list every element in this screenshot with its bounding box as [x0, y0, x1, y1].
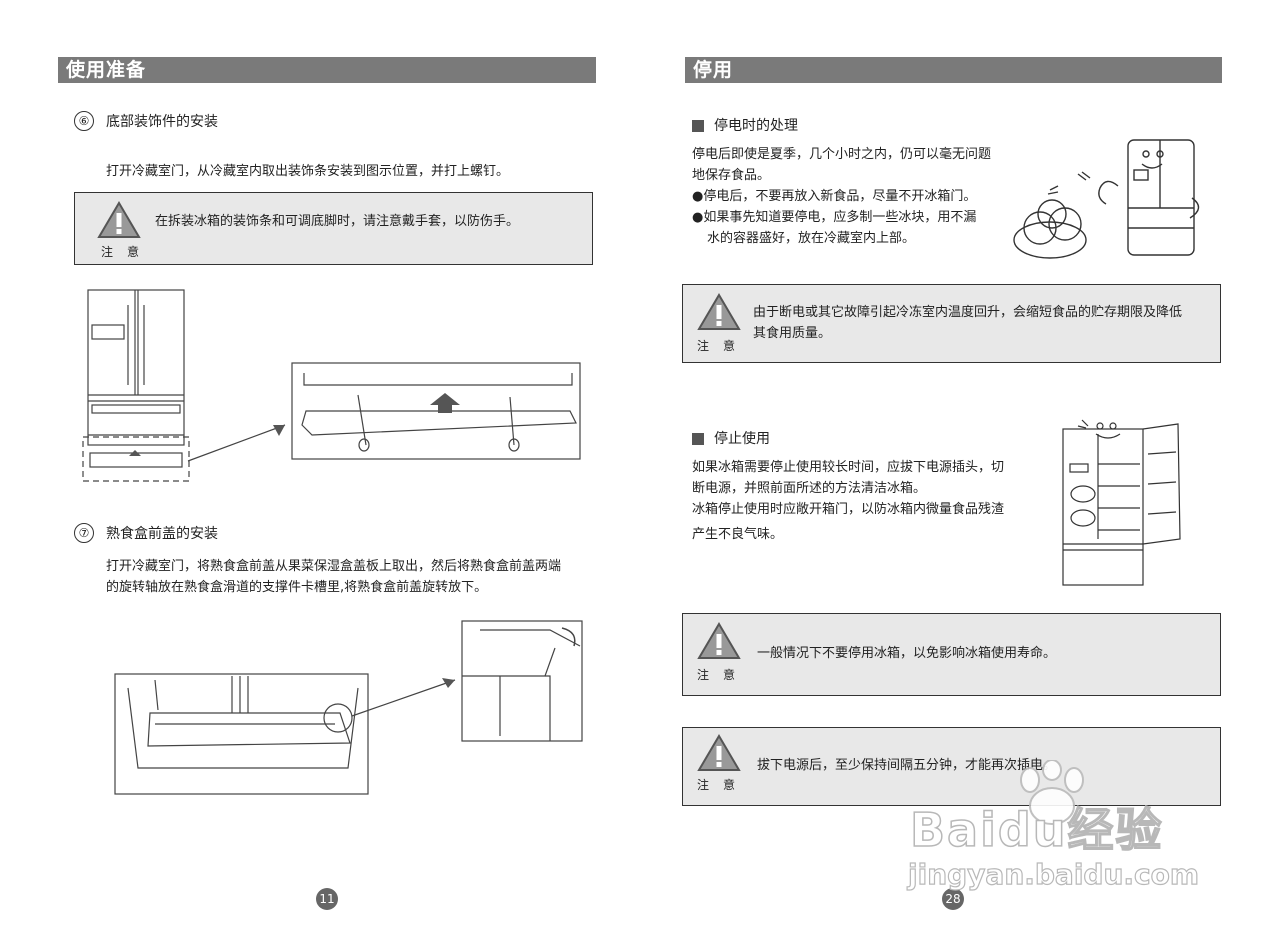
note-label: 注意: [697, 778, 750, 792]
open-fridge-illustration: [1062, 419, 1181, 586]
right-note-box-3: 注意 拔下电源后，至少保持间隔五分钟，才能再次插电。: [682, 727, 1221, 806]
section6-text: 打开冷藏室门，从冷藏室内取出装饰条安装到图示位置，并打上螺钉。: [106, 164, 510, 179]
right-note-box-1: 注意 由于断电或其它故障引起冷冻室内温度回升，会缩短食品的贮存期限及降低 其食用…: [682, 284, 1221, 363]
left-header-title: 使用准备: [66, 59, 147, 81]
power-line-2: 地保存食品。: [692, 168, 771, 183]
warning-triangle-icon: [697, 293, 741, 330]
right-header-title: 停用: [693, 59, 734, 81]
power-line-5: 水的容器盛好，放在冷藏室内上部。: [707, 231, 916, 246]
left-header-band: 使用准备: [58, 57, 596, 83]
power-line-3: ●停电后，不要再放入新食品，尽量不开冰箱门。: [692, 189, 977, 204]
crisper-lid-illustration: [114, 620, 583, 795]
warning-triangle-icon: [97, 201, 141, 238]
power-line-4: ●如果事先知道要停电，应多制一些冰块，用不漏: [692, 210, 977, 225]
right-note-box-2: 注意 一般情况下不要停用冰箱，以免影响冰箱使用寿命。: [682, 613, 1221, 696]
power-title: 停电时的处理: [714, 118, 798, 134]
stop-line-2: 断电源，并照前面所述的方法清洁冰箱。: [692, 481, 927, 496]
note-text-line-1: 由于断电或其它故障引起冷冻室内温度回升，会缩短食品的贮存期限及降低: [753, 305, 1183, 320]
note-label: 注意: [697, 339, 750, 353]
right-header-band: 停用: [685, 57, 1222, 83]
note-text: 在拆装冰箱的装饰条和可调底脚时，请注意戴手套，以防伤手。: [155, 214, 520, 229]
section6-number: ⑥: [74, 111, 94, 131]
note-label: 注意: [697, 668, 750, 682]
stop-title: 停止使用: [714, 431, 770, 447]
stop-line-1: 如果冰箱需要停止使用较长时间，应拔下电源插头，切: [692, 460, 1005, 475]
power-line-1: 停电后即使是夏季，几个小时之内，仍可以毫无问题: [692, 147, 992, 162]
warning-triangle-icon: [697, 734, 741, 771]
bullet-square: [692, 120, 704, 132]
cartoon-fridge-apples-illustration: [1013, 139, 1200, 259]
section7-title: 熟食盒前盖的安装: [106, 526, 218, 542]
section7-number: ⑦: [74, 523, 94, 543]
baidu-paw-logo: [1020, 760, 1084, 825]
bullet-square: [692, 433, 704, 445]
warning-triangle-icon: [697, 622, 741, 659]
stop-line-3: 冰箱停止使用时应敞开箱门，以防冰箱内微量食品残渣: [692, 502, 1005, 517]
left-note-box: 注意 在拆装冰箱的装饰条和可调底脚时，请注意戴手套，以防伤手。: [74, 192, 593, 265]
note-text: 一般情况下不要停用冰箱，以免影响冰箱使用寿命。: [757, 646, 1057, 661]
watermark-url: jingyan.baidu.com: [907, 857, 1200, 891]
refrigerator-bottom-trim-illustration: [82, 289, 581, 482]
stop-line-4: 产生不良气味。: [692, 527, 784, 542]
section6-title: 底部装饰件的安装: [106, 114, 218, 130]
left-page-number: 11: [316, 888, 338, 910]
note-text-line-2: 其食用质量。: [753, 326, 832, 341]
right-page-number: 28: [942, 888, 964, 910]
note-text: 拔下电源后，至少保持间隔五分钟，才能再次插电。: [757, 758, 1057, 773]
note-label: 注意: [101, 245, 154, 259]
section7-line-2: 的旋转轴放在熟食盒滑道的支撑件卡槽里,将熟食盒前盖旋转放下。: [106, 580, 488, 595]
section7-line-1: 打开冷藏室门，将熟食盒前盖从果菜保湿盒盖板上取出，然后将熟食盒前盖两端: [106, 559, 562, 574]
watermark-brand: Baidu经验: [909, 802, 1164, 858]
